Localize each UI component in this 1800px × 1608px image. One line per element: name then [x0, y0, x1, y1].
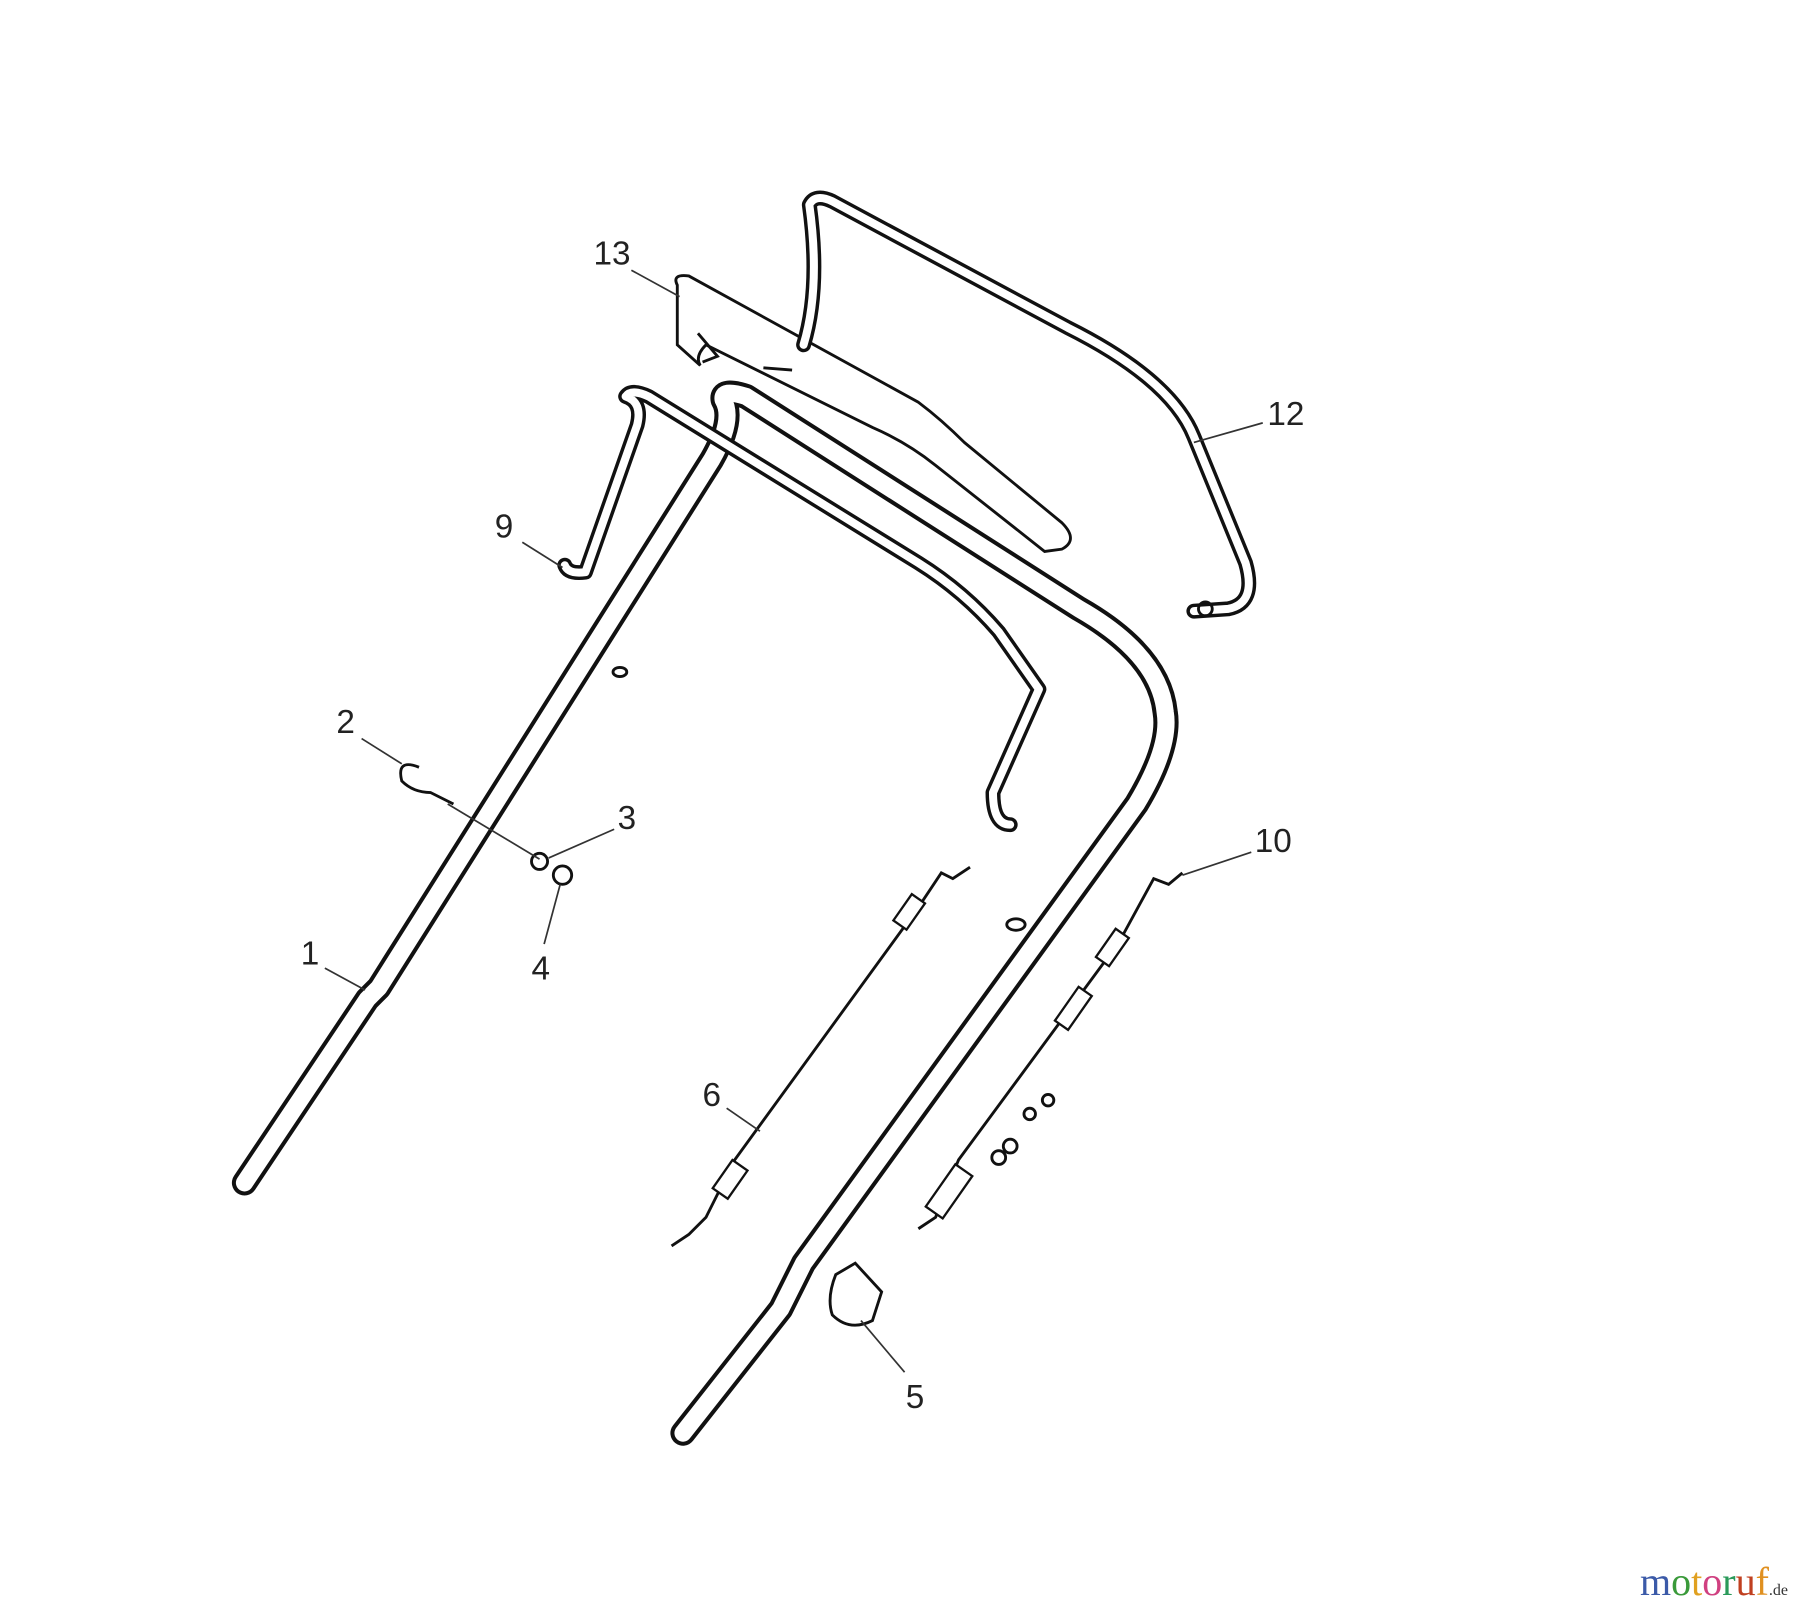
callout-3: 3: [618, 800, 637, 837]
part-13-cover: [674, 274, 1072, 553]
callout-10: 10: [1255, 823, 1292, 860]
part-2-hook: [399, 763, 455, 806]
callout-9: 9: [495, 509, 514, 546]
part-9-bar: [557, 385, 1047, 833]
callout-5: 5: [906, 1379, 925, 1416]
callout-2: 2: [336, 704, 355, 741]
part-3-washer: [530, 851, 550, 871]
motoruf-logo: motoruf.de: [1640, 1559, 1789, 1604]
callout-1: 1: [301, 936, 320, 973]
part-6-cable: [670, 865, 971, 1248]
callout-13: 13: [593, 235, 630, 272]
part-10-cable: [917, 871, 1184, 1230]
callout-4: 4: [532, 951, 551, 988]
callout-12: 12: [1267, 396, 1304, 433]
part-1-handle: [231, 380, 1179, 1446]
leader-lines: [324, 269, 1263, 1373]
part-12-bar: [796, 190, 1257, 619]
part-5-clip: [828, 1261, 884, 1327]
callout-6: 6: [703, 1077, 722, 1114]
part-4-nut: [551, 864, 574, 886]
